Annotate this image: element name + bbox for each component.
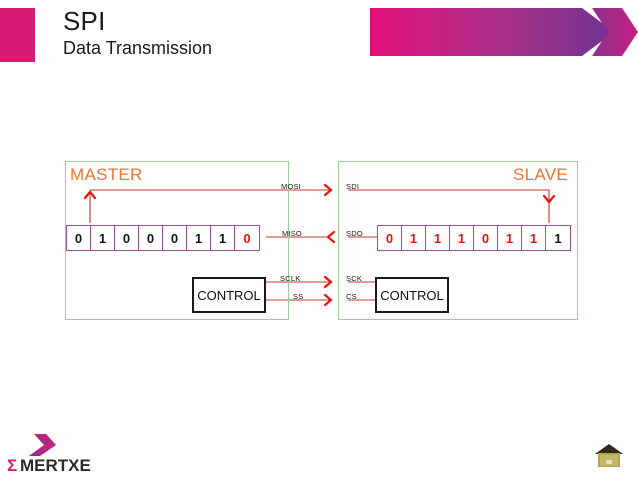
register-cell: 1 <box>426 226 450 250</box>
title-block: SPI Data Transmission <box>63 6 212 59</box>
master-control-block: CONTROL <box>192 277 266 313</box>
signal-label-sdi: SDI <box>346 182 360 191</box>
register-cell: 1 <box>522 226 546 250</box>
register-cell: 1 <box>554 230 562 246</box>
register-cell: 1 <box>402 226 426 250</box>
chevron-logo-icon <box>29 434 56 456</box>
signal-label-ss: SS <box>293 292 304 301</box>
register-cell: 0 <box>163 226 187 250</box>
register-cell: 0 <box>139 226 163 250</box>
spi-diagram <box>0 140 638 340</box>
master-shift-register: 0 1 0 0 0 1 1 0 <box>66 225 260 251</box>
signal-label-mosi: MOSI <box>281 182 301 191</box>
page-subtitle: Data Transmission <box>63 38 213 58</box>
svg-text:Σ: Σ <box>7 456 17 474</box>
master-title: MASTER <box>70 165 143 184</box>
slave-title: SLAVE <box>513 165 569 184</box>
register-cell: 1 <box>450 226 474 250</box>
svg-text:MERTXE: MERTXE <box>20 456 91 474</box>
register-cell: 1 <box>498 226 522 250</box>
slave-panel <box>338 161 578 320</box>
signal-label-sdo: SDO <box>346 229 363 238</box>
register-cell: 1 <box>91 226 115 250</box>
register-cell: 0 <box>378 226 402 250</box>
slave-shift-register: 0 1 1 1 0 1 1 1 <box>377 225 571 251</box>
signal-label-cs: CS <box>346 292 357 301</box>
register-cell: 1 <box>187 226 211 250</box>
pink-square-decor <box>0 8 35 62</box>
signal-label-sck: SCK <box>346 274 363 283</box>
page-header: SPI Data Transmission <box>0 0 638 78</box>
chevron-banner-decor <box>370 8 638 56</box>
home-icon[interactable] <box>594 441 624 469</box>
master-panel <box>65 161 289 320</box>
register-cell: 1 <box>211 226 235 250</box>
brand-logo: Σ MERTXE <box>4 432 122 474</box>
register-cell: 0 <box>115 226 139 250</box>
signal-label-sclk: SCLK <box>280 274 301 283</box>
register-cell: 0 <box>243 230 251 246</box>
register-cell: 0 <box>474 226 498 250</box>
page-title: SPI <box>63 6 106 36</box>
register-cell: 0 <box>67 226 91 250</box>
slave-control-block: CONTROL <box>375 277 449 313</box>
signal-label-miso: MISO <box>282 229 302 238</box>
